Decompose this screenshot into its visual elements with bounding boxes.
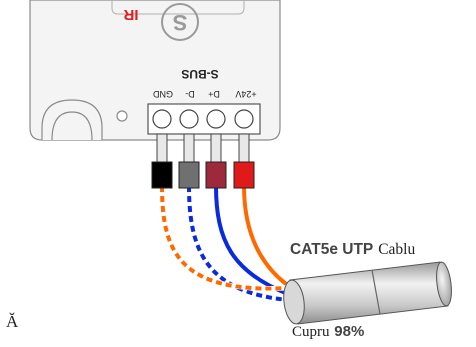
cable-material-label: Cupru 98% — [292, 322, 364, 341]
connector-sleeve-dplus — [205, 161, 227, 189]
terminal-block — [147, 103, 261, 165]
terminal-labels: +24V D+ D- GND — [153, 89, 257, 99]
logo-emblem — [161, 3, 199, 41]
material-value: 98% — [334, 323, 365, 340]
connector-sleeve-plus24v — [233, 161, 255, 189]
connector-layer — [151, 161, 255, 189]
connector-sleeve-gnd — [151, 161, 173, 189]
wire-orange-solid — [242, 185, 288, 286]
wire-blue-dashed — [187, 185, 289, 302]
mounting-ear — [41, 99, 103, 140]
terminal-label-24v: +24V — [235, 89, 256, 99]
cable-type: CAT5e UTP — [290, 241, 374, 258]
terminal-screw-24v — [234, 109, 254, 129]
cable-type-label: CAT5e UTP Cablu — [290, 240, 415, 259]
brand-mark: IR — [123, 6, 138, 23]
terminal-label-d-plus: D+ — [208, 89, 220, 99]
connector-sleeve-dminus — [178, 161, 200, 189]
terminal-label-d-minus: D- — [185, 89, 195, 99]
stray-character: Ă — [6, 312, 19, 331]
wire-layer — [159, 185, 289, 303]
status-led — [116, 110, 128, 122]
terminal-screw-gnd — [152, 109, 172, 129]
terminal-screw-d-plus — [206, 109, 226, 129]
wire-orange-dashed — [160, 185, 289, 291]
terminal-screw-d-minus — [179, 109, 199, 129]
cable-type-suffix: Cablu — [378, 241, 416, 258]
terminal-label-gnd: GND — [153, 89, 174, 99]
wire-blue-dashed-base — [186, 185, 289, 303]
utp-cable — [283, 261, 452, 325]
logo-letter: S — [173, 10, 188, 35]
material-name: Cupru — [292, 324, 330, 340]
wire-blue-solid — [214, 185, 289, 296]
bus-label: S-BUS — [181, 67, 218, 81]
